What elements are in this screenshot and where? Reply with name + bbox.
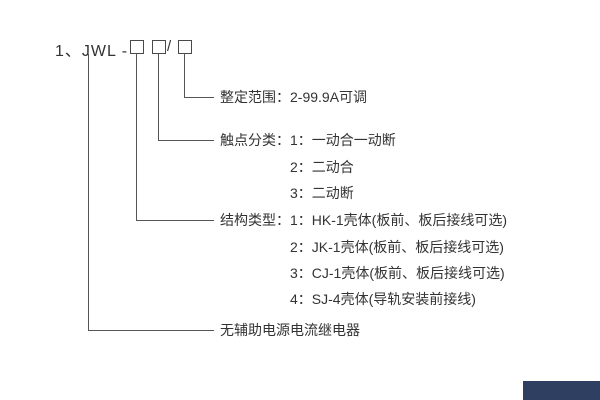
watermark-badge [523,381,600,400]
connector-line-contact-vertical [158,54,159,140]
model-separator: / [167,38,172,55]
label-contact-option-3: 3：二动断 [290,185,354,201]
model-box-contact [152,40,166,54]
connector-line-range-vertical [184,54,185,97]
label-contact-type: 触点分类：1：一动合一动断 [220,132,396,148]
label-structure-type: 结构类型：1：HK-1壳体(板前、板后接线可选) [220,212,508,228]
connector-line-range-horizontal [184,97,214,98]
model-title: 1、JWL - [55,43,129,60]
model-box-range [178,40,192,54]
label-structure-option-4: 4：SJ-4壳体(导轨安装前接线) [290,291,476,307]
connector-line-relay-vertical [88,54,89,330]
label-structure-option-2: 2：JK-1壳体(板前、板后接线可选) [290,239,504,255]
connector-line-structure-horizontal [136,220,214,221]
label-structure-option-3: 3：CJ-1壳体(板前、板后接线可选) [290,265,505,281]
connector-line-relay-horizontal [88,330,214,331]
label-setting-range: 整定范围：2-99.9A可调 [220,89,368,105]
label-relay-name: 无辅助电源电流继电器 [220,322,360,338]
model-box-structure [130,40,144,54]
connector-line-contact-horizontal [158,140,214,141]
label-contact-option-2: 2：二动合 [290,159,354,175]
connector-line-structure-vertical [136,54,137,220]
